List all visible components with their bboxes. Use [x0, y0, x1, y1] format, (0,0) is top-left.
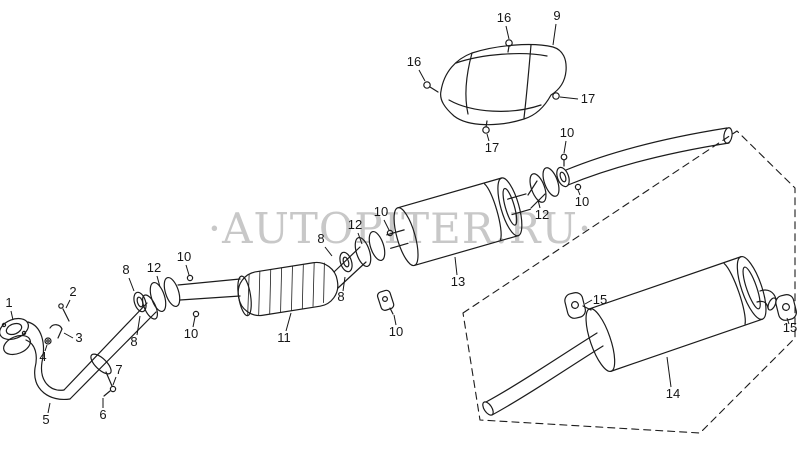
callout-label-2-15: 2	[69, 284, 76, 299]
rear-inlet-pipe	[482, 332, 604, 416]
heat-shield	[440, 43, 567, 126]
callout-label-10-6: 10	[575, 194, 589, 209]
callout-label-12-22: 12	[147, 260, 161, 275]
callout-leader-10-6	[577, 189, 581, 196]
callout-leader-9-1	[552, 23, 557, 46]
callout-leader-17-3	[559, 96, 579, 100]
diagram-art	[0, 39, 797, 434]
front-pipe	[25, 294, 159, 401]
callout-leader-12-10	[357, 232, 363, 245]
callout-leader-16-0	[505, 25, 510, 40]
rear-outlet-pipe	[756, 289, 777, 311]
callout-label-10-25: 10	[184, 326, 198, 341]
callout-label-8-24: 8	[130, 334, 137, 349]
hanger-left-link	[582, 305, 592, 311]
callout-leader-11-26	[285, 312, 292, 332]
callout-leader-16-2	[418, 69, 426, 82]
callout-leader-2-15	[65, 299, 71, 309]
callout-label-10-9: 10	[374, 204, 388, 219]
connector-pipe	[333, 246, 367, 289]
callout-label-10-23: 10	[177, 249, 191, 264]
callout-leader-3-16	[63, 332, 74, 339]
callout-label-4-17: 4	[39, 349, 46, 364]
callout-leader-17-4	[486, 133, 490, 142]
callout-label-17-4: 17	[485, 140, 499, 155]
catalytic-converter	[237, 261, 339, 317]
callout-leader-8-11	[324, 246, 333, 257]
callout-label-17-3: 17	[581, 91, 595, 106]
callout-leader-8-24	[136, 315, 141, 336]
callout-leader-1-14	[10, 310, 14, 321]
callout-leader-7-20	[112, 376, 117, 386]
callout-leader-5-18	[47, 402, 51, 414]
callout-leader-13-8	[454, 256, 458, 276]
callout-label-11-26: 11	[277, 330, 291, 345]
bracket-hook	[49, 324, 63, 339]
callout-label-14-29: 14	[666, 386, 680, 401]
callout-label-12-7: 12	[535, 207, 549, 222]
callout-leader-10-23	[185, 264, 190, 276]
callout-leader-10-25	[192, 316, 196, 328]
callout-label-16-2: 16	[407, 54, 421, 69]
hanger-left	[564, 292, 586, 319]
callout-label-8-12: 8	[337, 289, 344, 304]
callout-leader-14-29	[666, 356, 672, 388]
callout-leader-8-12	[342, 276, 346, 292]
pipe-clamp	[90, 353, 117, 397]
hanger-right	[775, 294, 797, 321]
callout-label-6-19: 6	[99, 407, 106, 422]
callout-label-1-14: 1	[5, 295, 12, 310]
callout-leader-10-13	[393, 314, 397, 326]
dashed-boundary	[462, 130, 796, 434]
callout-leader-12-7	[537, 199, 541, 209]
mid-flange-joint	[339, 229, 394, 273]
front-flange	[0, 317, 31, 356]
callout-label-7-20: 7	[115, 362, 122, 377]
callout-label-10-5: 10	[560, 125, 574, 140]
callout-leader-4-17	[44, 344, 48, 352]
callout-leader-10-9	[383, 219, 390, 231]
callout-label-9-1: 9	[553, 8, 560, 23]
middle-muffler	[386, 177, 531, 267]
front-flange-joint	[133, 274, 200, 318]
tail-pipe	[565, 127, 733, 186]
rear-flange-joint	[527, 153, 582, 209]
callout-label-8-11: 8	[317, 231, 324, 246]
callout-label-10-13: 10	[389, 324, 403, 339]
washer	[44, 337, 52, 345]
callout-label-8-21: 8	[122, 262, 129, 277]
shield-screw-top-icon	[505, 39, 513, 53]
callout-leader-15-28	[786, 317, 790, 325]
callout-label-15-28: 15	[783, 320, 797, 335]
rear-muffler	[585, 255, 767, 373]
callout-leader-12-22	[156, 275, 161, 288]
callout-label-13-8: 13	[451, 274, 465, 289]
flange-bolt	[58, 303, 70, 322]
callout-label-15-27: 15	[593, 292, 607, 307]
callout-label-16-0: 16	[497, 10, 511, 25]
shield-screw-bottom-icon	[482, 120, 490, 134]
callout-label-12-10: 12	[348, 217, 362, 232]
callout-label-3-16: 3	[75, 330, 82, 345]
shield-screw-right-icon	[552, 92, 560, 100]
hanger-bracket	[376, 289, 395, 315]
callout-label-5-18: 5	[42, 412, 49, 427]
shield-screw-left-icon	[423, 81, 439, 93]
intermediate-pipe	[177, 278, 241, 301]
callout-leader-15-27	[584, 299, 593, 305]
callout-leader-10-5	[563, 140, 567, 154]
callout-leader-8-21	[128, 277, 135, 292]
